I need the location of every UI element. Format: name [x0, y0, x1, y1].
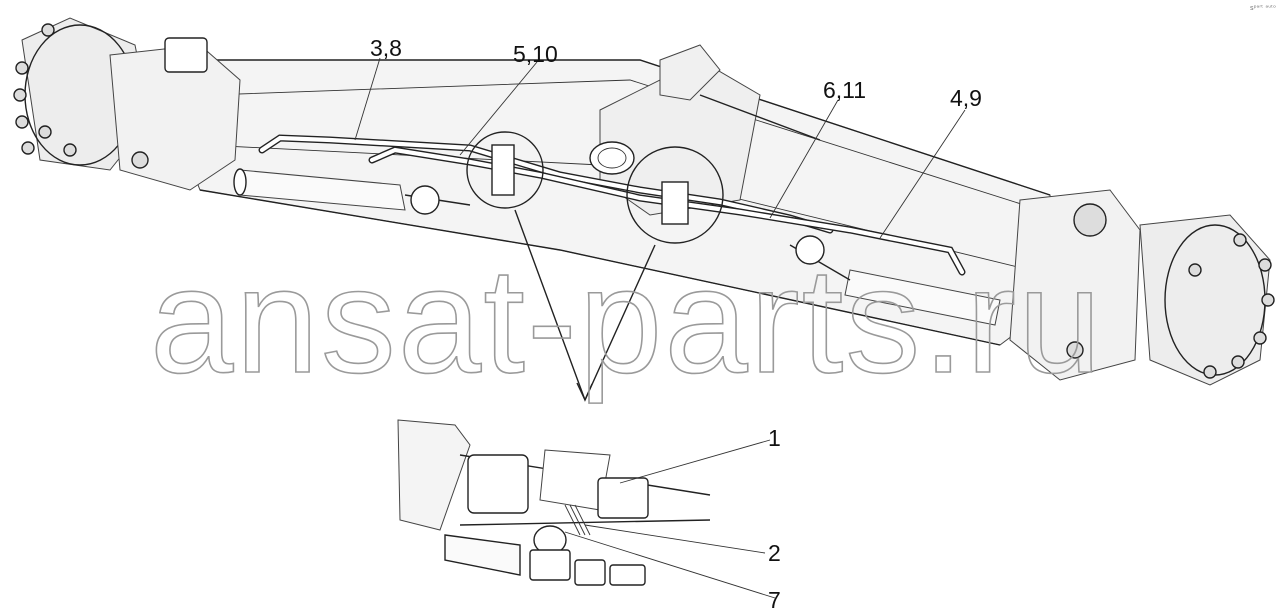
callout-6-11: 6,11	[823, 77, 866, 103]
steering-cylinder-right	[789, 235, 1001, 326]
detail-circle-right	[626, 146, 724, 244]
left-hub-bolts	[13, 23, 77, 157]
left-wheel-hub	[13, 17, 241, 191]
right-hub-bolts	[1188, 233, 1275, 379]
steering-cylinder-left	[233, 168, 471, 215]
callout-1: 1	[768, 425, 781, 451]
watermark: ansat-parts.ru	[150, 236, 1103, 404]
callout-3-8: 3,8	[370, 35, 402, 61]
axle-beam	[149, 44, 1061, 346]
callout-5-10: 5,10	[513, 41, 558, 67]
detail-view	[397, 419, 711, 586]
corner-mark: sᵖᵃʳᵗ ᵃᵘᵗᵒ	[1250, 4, 1276, 12]
callout-4-9: 4,9	[950, 85, 982, 111]
detail-circle-left	[466, 131, 544, 209]
detail-arrow-head	[576, 382, 593, 401]
callout-7: 7	[768, 587, 781, 612]
hydraulic-hoses	[258, 134, 966, 276]
leader-lines	[354, 57, 966, 599]
callout-2: 2	[768, 540, 781, 566]
right-wheel-hub	[1009, 189, 1275, 386]
